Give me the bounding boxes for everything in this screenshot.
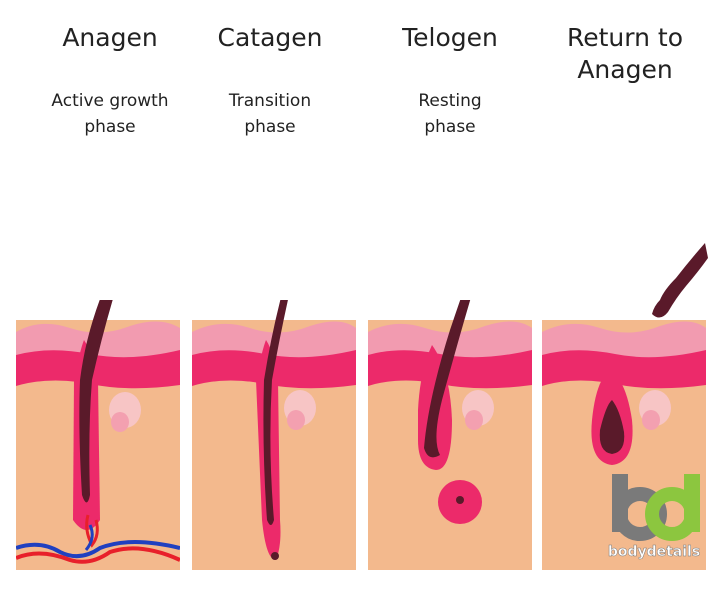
logo-wordmark: bodydetails	[608, 544, 700, 560]
telogen-panel	[368, 300, 532, 570]
telogen-title: Telogen	[402, 23, 498, 52]
bodydetails-logo: bodydetails	[608, 474, 700, 560]
return-anagen-title: Return to Anagen	[566, 23, 683, 84]
telogen-subtitle: Resting phase	[418, 91, 482, 137]
catagen-subtitle: Transition phase	[228, 91, 312, 137]
anagen-subtitle: Active growth phase	[51, 91, 169, 137]
shed-hair	[652, 243, 708, 318]
logo-d-stem	[684, 474, 700, 532]
anagen-panel	[16, 300, 180, 570]
anagen-title: Anagen	[62, 23, 158, 52]
catagen-title: Catagen	[217, 23, 323, 52]
catagen-panel	[192, 300, 356, 570]
logo-b-bowl	[613, 487, 667, 541]
